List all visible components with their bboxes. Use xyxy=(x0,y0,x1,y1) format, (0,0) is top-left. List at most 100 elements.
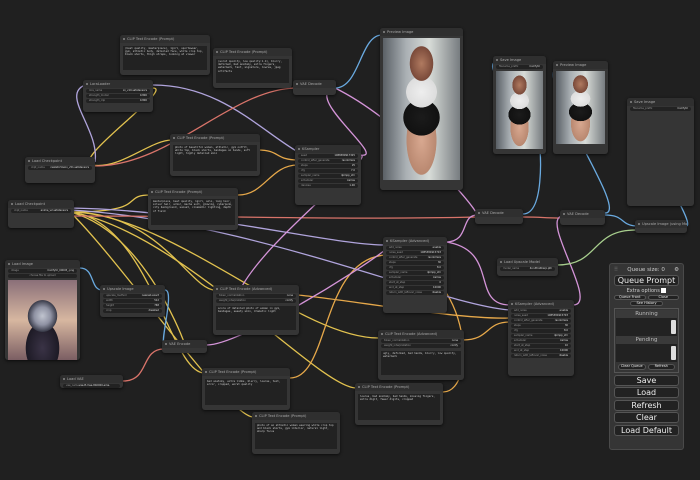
node-title[interactable]: Upscale Image (using Model) xyxy=(635,220,687,228)
node-vae-encode[interactable]: VAE Encode xyxy=(162,340,207,353)
node-title[interactable]: VAE Decode xyxy=(475,209,523,217)
queue-prompt-button[interactable]: Queue Prompt xyxy=(614,274,679,286)
node-clip-text-encode-prompt[interactable]: CLIP Text Encode (Prompt) (worst quality,… xyxy=(213,48,292,88)
node-title[interactable]: Save Image xyxy=(493,56,546,64)
prompt-textarea[interactable]: masterpiece, best quality, 1girl, solo, … xyxy=(151,199,235,225)
node-clip-text-encode-prompt[interactable]: CLIP Text Encode (Prompt)masterpiece, be… xyxy=(148,188,238,230)
save-button[interactable]: Save xyxy=(614,374,679,386)
prompt-textarea[interactable]: ugly, deformed, bad hands, blurry, low q… xyxy=(381,351,461,375)
node-vae-decode[interactable]: VAE Decode xyxy=(560,210,605,225)
upload-button[interactable]: choose file to upload xyxy=(8,274,77,278)
pending-list[interactable] xyxy=(616,343,677,362)
see-history-button[interactable]: See History xyxy=(630,300,663,306)
drag-handle-icon[interactable]: ⠿ xyxy=(614,267,619,273)
load-default-button[interactable]: Load Default xyxy=(614,424,679,436)
running-list[interactable] xyxy=(616,317,677,336)
node-clip-text-encode-prompt[interactable]: CLIP Text Encode (Prompt) lowres, bad ana… xyxy=(355,383,443,425)
node-title[interactable]: Preview Image xyxy=(553,61,608,69)
node-load-vae[interactable]: Load VAEvae_namevae-ft-mse-840000-ema-pr… xyxy=(60,375,123,388)
node-title[interactable]: CLIP Text Encode (Prompt) xyxy=(252,412,340,420)
node-title[interactable]: KSampler xyxy=(295,145,361,153)
refresh-queue-button[interactable]: Refresh xyxy=(647,363,675,370)
node-title[interactable]: KSampler (Advanced) xyxy=(383,237,447,245)
node-clip-text-encode-prompt[interactable]: CLIP Text Encode (Prompt) (best quality, … xyxy=(120,35,210,75)
clear-queue-button[interactable]: Clear Queue xyxy=(618,363,646,370)
prompt-textarea[interactable]: photo of an athletic woman wearing white… xyxy=(255,423,337,449)
node-clip-text-encode-prompt[interactable]: CLIP Text Encode (Prompt)bad anatomy, ex… xyxy=(202,368,290,410)
node-clip-text-encode-advanced[interactable]: CLIP Text Encode (Advanced)token_normali… xyxy=(378,330,464,380)
node-title[interactable]: CLIP Text Encode (Prompt) xyxy=(170,134,260,142)
scrollbar[interactable] xyxy=(671,345,676,360)
node-title[interactable]: KSampler (Advanced) xyxy=(508,300,574,308)
node-title[interactable]: CLIP Text Encode (Prompt) xyxy=(120,35,210,43)
extra-options-checkbox[interactable] xyxy=(661,287,667,293)
node-title[interactable]: CLIP Text Encode (Prompt) xyxy=(213,48,292,56)
node-title[interactable]: CLIP Text Encode (Advanced) xyxy=(378,330,464,338)
clear-button[interactable]: Clear xyxy=(614,412,679,423)
node-clip-text-encode-prompt[interactable]: CLIP Text Encode (Prompt) photo of an ath… xyxy=(252,412,340,454)
node-title[interactable]: Preview Image xyxy=(380,28,463,36)
prompt-textarea[interactable]: (best quality, masterpiece), 1girl, spor… xyxy=(123,46,207,70)
prompt-textarea[interactable]: (worst quality, low quality:1.4), blurry… xyxy=(216,59,289,83)
node-vae-decode[interactable]: VAE Decode xyxy=(475,209,523,224)
node-title[interactable]: CLIP Text Encode (Advanced) xyxy=(213,285,299,293)
prompt-textarea[interactable]: score of detailed photo of woman in gym,… xyxy=(216,306,296,330)
node-title[interactable]: CLIP Text Encode (Prompt) xyxy=(355,383,443,391)
gear-icon[interactable]: ⚙ xyxy=(674,267,679,273)
node-title[interactable]: Load Upscale Model xyxy=(497,258,558,266)
prompt-textarea[interactable]: lowres, bad anatomy, bad hands, missing … xyxy=(358,394,440,420)
node-title[interactable]: Load Checkpoint xyxy=(25,157,95,165)
node-title[interactable]: Load Checkpoint xyxy=(8,200,74,208)
node-preview-image[interactable]: Preview Image xyxy=(553,61,608,154)
node-clip-text-encode-advanced[interactable]: CLIP Text Encode (Advanced)token_normali… xyxy=(213,285,299,335)
node-widget[interactable]: vae_namevae-ft-mse-840000-ema-pruned.ckp… xyxy=(63,384,120,388)
node-title[interactable]: Save Image xyxy=(627,98,694,106)
node-title[interactable]: CLIP Text Encode (Prompt) xyxy=(202,368,290,376)
close-button[interactable]: Close xyxy=(647,294,679,300)
scrollbar[interactable] xyxy=(671,319,676,334)
node-preview-image[interactable]: Preview Image xyxy=(380,28,463,190)
node-clip-text-encode-prompt[interactable]: CLIP Text Encode (Prompt)photo of beauti… xyxy=(170,134,260,176)
queue-front-button[interactable]: Queue Front xyxy=(614,294,646,300)
refresh-button[interactable]: Refresh xyxy=(614,399,679,411)
